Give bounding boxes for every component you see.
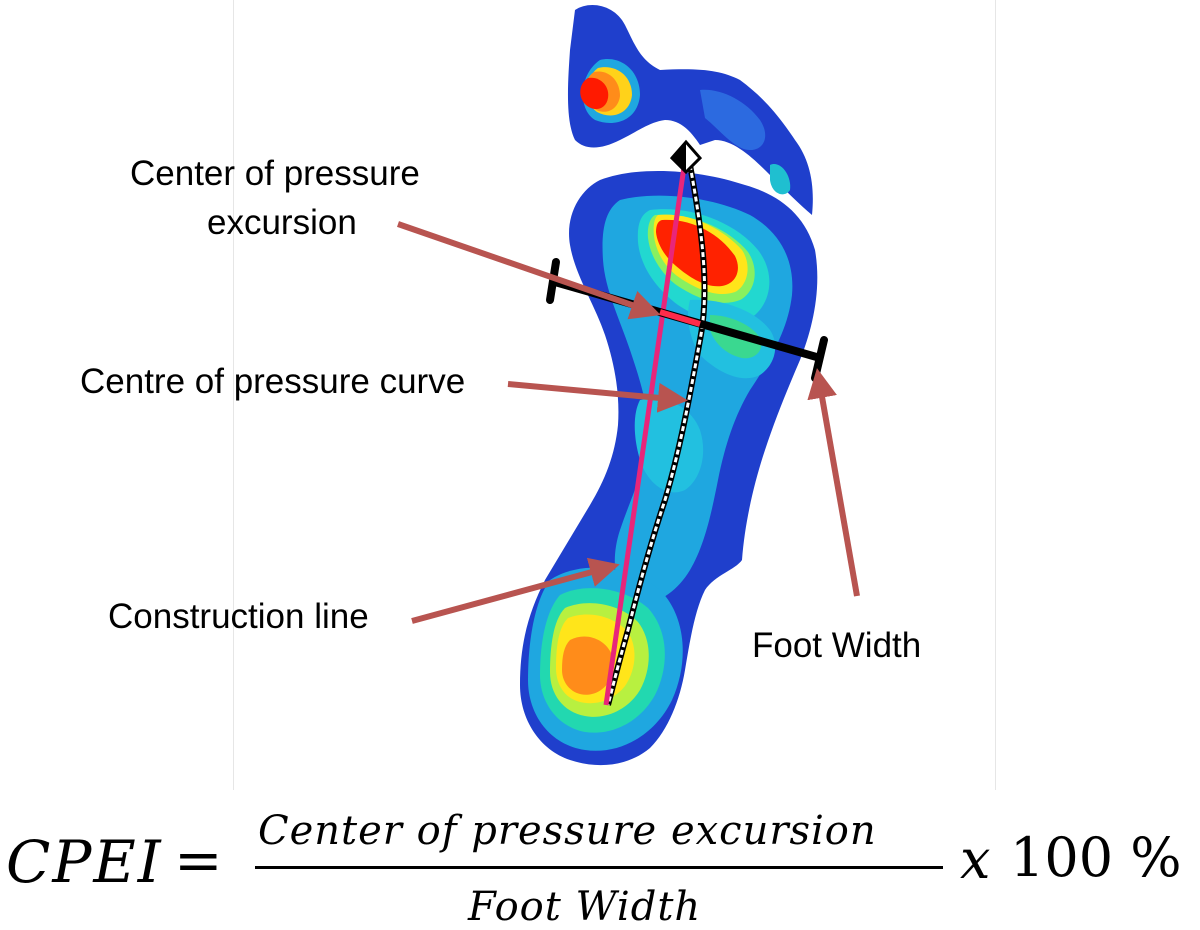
formula-multiplier-x: x (960, 828, 991, 891)
formula-denominator: Foot Width (468, 884, 702, 930)
panel-divider-left (233, 0, 234, 790)
start-marker-fill (672, 142, 686, 172)
formula-lhs: CPEI (6, 828, 163, 896)
fraction-bar (255, 866, 943, 869)
label-cop-curve: Centre of pressure curve (80, 362, 466, 401)
formula-equals: = (174, 826, 223, 894)
label-construction-line: Construction line (108, 597, 369, 636)
heel-pressure-region (567, 5, 813, 215)
label-cop-excursion-line1: Center of pressure (130, 154, 420, 193)
formula-numerator: Center of pressure excursion (258, 808, 877, 854)
arrow-construction-line (411, 557, 620, 624)
label-foot-width: Foot Width (752, 626, 922, 665)
cop-curve (606, 164, 706, 706)
label-cop-excursion-line2: excursion (207, 203, 357, 242)
arrow-foot-width (807, 368, 860, 597)
formula-multiplier-value: 100 % (1010, 826, 1182, 889)
arrow-cop-excursion (397, 221, 661, 320)
arrow-cop-curve (507, 381, 688, 413)
panel-divider-right (995, 0, 996, 790)
construction-line (603, 159, 688, 706)
